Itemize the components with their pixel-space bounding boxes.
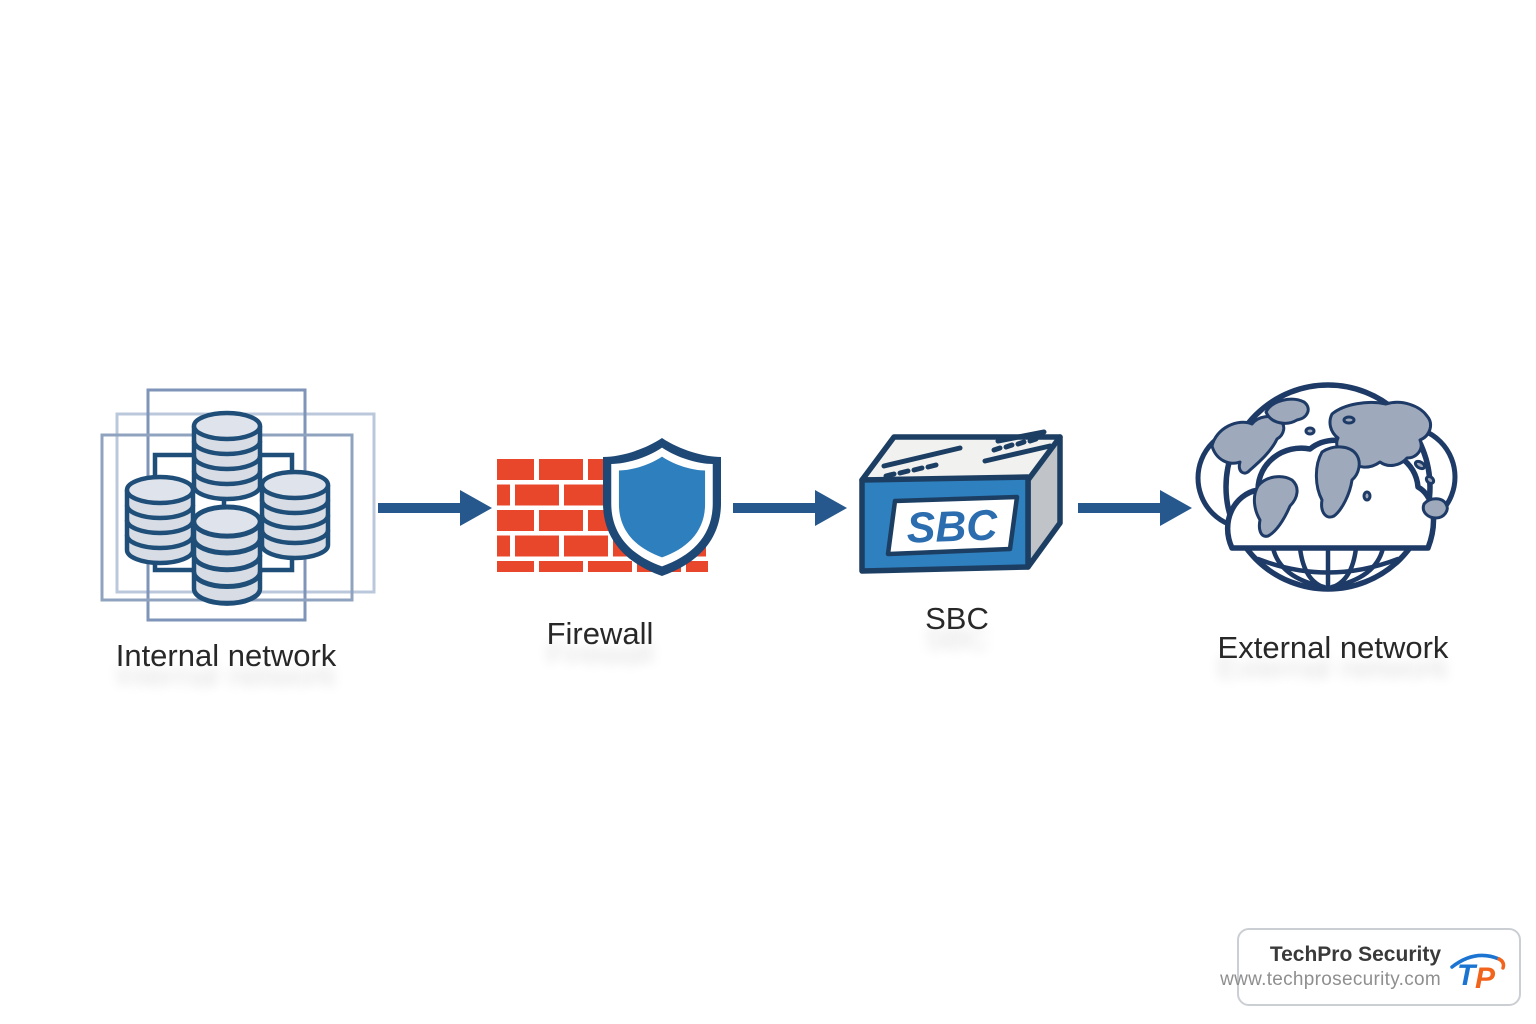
- external-network-icon: [1195, 382, 1458, 592]
- sbc-device-text: SBC: [906, 501, 999, 552]
- flow-arrow-icon: [1078, 490, 1192, 526]
- logo-letter-t: T: [1457, 959, 1478, 992]
- firewall-label: Firewall: [546, 616, 654, 651]
- sbc-box-icon: SBC: [859, 429, 1063, 574]
- flow-arrow-icon: [378, 490, 492, 526]
- vent-marks-icon: [881, 429, 1053, 479]
- database-icon: [127, 477, 193, 563]
- firewall-icon: [497, 438, 721, 576]
- brand-watermark-card: TechPro Security www.techprosecurity.com…: [1220, 928, 1521, 1006]
- external-network-label: External network: [1217, 630, 1449, 665]
- flow-arrow-icon: [733, 490, 847, 526]
- brand-text-block: TechPro Security www.techprosecurity.com: [1220, 943, 1441, 991]
- globe-grid-icon: [1255, 545, 1401, 591]
- shield-icon: [603, 438, 721, 576]
- techpro-logo-icon: T P: [1450, 953, 1506, 993]
- continents-icon: [1210, 397, 1449, 538]
- sbc-label-plate: [885, 494, 1020, 557]
- database-icon: [194, 507, 260, 603]
- internal-network-icon: [100, 388, 376, 622]
- database-icon: [262, 472, 328, 558]
- brand-company-name: TechPro Security: [1269, 943, 1441, 966]
- brand-website-text: www.techprosecurity.com: [1220, 969, 1441, 991]
- database-icon: [194, 413, 260, 499]
- logo-letter-p: P: [1475, 962, 1496, 993]
- internal-network-label: Internal network: [115, 638, 337, 673]
- sbc-label: SBC: [925, 601, 989, 636]
